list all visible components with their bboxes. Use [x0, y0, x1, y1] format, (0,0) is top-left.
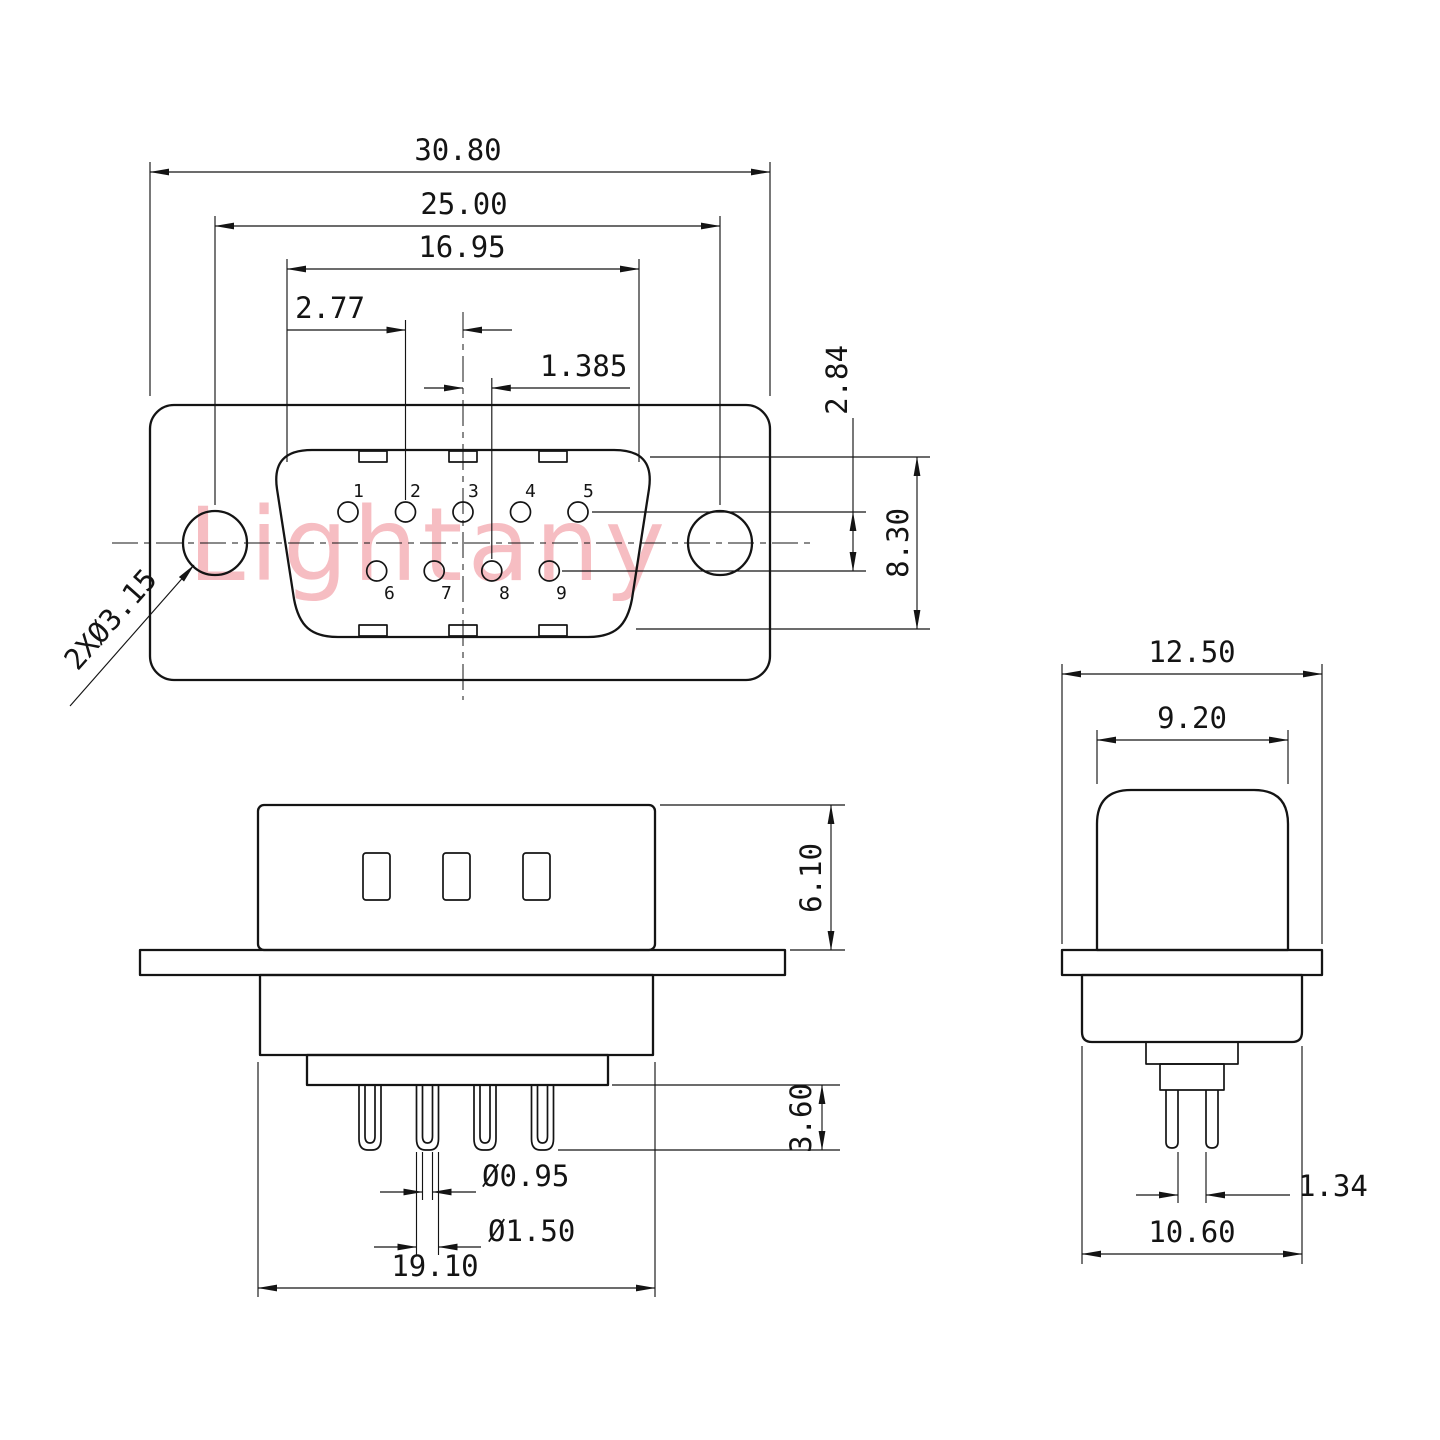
end-flange [1060, 948, 1324, 977]
pin-4 [509, 501, 532, 523]
end-pin-right [1205, 1090, 1219, 1149]
d-shell-outline [275, 448, 651, 639]
side-pin-3-inner [479, 1085, 491, 1144]
pin-5-label: 5 [583, 481, 594, 502]
pin-8-label: 8 [499, 583, 510, 604]
side-pin-4-inner [536, 1085, 549, 1144]
dim-pin-inner-dia: Ø0.95 [380, 1152, 569, 1200]
pin-2 [394, 501, 417, 523]
pin-3-label: 3 [468, 481, 479, 502]
dim-pin-length-label: 3.60 [784, 1083, 818, 1153]
side-shell-body [256, 803, 657, 952]
dim-shell-height: 8.30 [636, 456, 930, 630]
watermark: Lightany [188, 486, 670, 605]
connector-flange-face [148, 403, 772, 682]
dim-body-width-label: 19.10 [391, 1249, 478, 1283]
pin-9-label: 9 [556, 583, 567, 604]
dim-overall-width-label: 30.80 [414, 133, 501, 167]
pin-7-label: 7 [441, 583, 452, 604]
callout-mount-holes: 2XØ3.15 [57, 562, 195, 707]
pin-3 [452, 501, 474, 523]
dim-overall-width: 30.80 [149, 133, 771, 396]
side-pin-1-inner [364, 1085, 376, 1144]
front-outline [148, 403, 772, 682]
dim-pin-inner-dia-label: Ø0.95 [482, 1159, 569, 1193]
pin-8 [480, 560, 503, 582]
end-step-2 [1159, 1063, 1225, 1091]
dim-shell-width: 16.95 [286, 230, 640, 462]
end-shell-body [1095, 788, 1290, 952]
pin-1-label: 1 [353, 481, 364, 502]
end-view: 12.50 9.20 1.34 10.60 [1060, 635, 1368, 1264]
side-view: 6.10 3.60 Ø0.95 Ø1.50 19.10 [138, 803, 845, 1297]
mount-hole-right [686, 509, 754, 577]
dim-shell-height-label: 8.30 [881, 508, 915, 578]
shell-slot-2 [442, 852, 471, 901]
pin-1 [337, 501, 359, 523]
pin-5 [567, 501, 589, 523]
side-flange [138, 948, 787, 977]
end-step-1 [1145, 1041, 1239, 1065]
dim-mount-hole-span-label: 25.00 [420, 187, 507, 221]
side-pin-1-outer [358, 1085, 382, 1151]
dim-row-spacing-label: 2.84 [820, 345, 854, 415]
pin-6 [365, 560, 388, 582]
end-insulator-body [1080, 973, 1304, 1044]
dim-pin-half-pitch-label: 1.385 [540, 349, 627, 383]
shell-notches [358, 450, 568, 637]
mount-hole-left [181, 509, 249, 577]
dim-pin-half-pitch: 1.385 [424, 349, 630, 559]
front-view: 1 2 3 4 5 6 7 8 9 30.80 25.00 16.95 [57, 133, 930, 707]
dim-flange-width-label: 12.50 [1148, 635, 1235, 669]
dim-pin-gap-label: 1.34 [1298, 1169, 1368, 1203]
dim-insulator-width: 10.60 [1081, 1046, 1303, 1264]
dim-flange-width: 12.50 [1061, 635, 1323, 944]
shell-slot-3 [522, 852, 551, 901]
dim-pin-length: 3.60 [558, 1083, 840, 1153]
pin-4-label: 4 [525, 481, 536, 502]
side-pins [358, 1085, 555, 1151]
end-pin-left [1165, 1090, 1179, 1149]
pin-7 [423, 560, 446, 582]
dim-insulator-width-label: 10.60 [1148, 1215, 1235, 1249]
shell-slot-1 [362, 852, 391, 901]
side-insulator-step [305, 1053, 610, 1087]
front-pin-labels: 1 2 3 4 5 6 7 8 9 [353, 481, 594, 604]
dim-shell-width-label: 16.95 [418, 230, 505, 264]
pin-6-label: 6 [384, 583, 395, 604]
side-pin-4-outer [530, 1085, 555, 1151]
end-pins [1165, 1090, 1219, 1149]
dim-pin-outer-dia: Ø1.50 [374, 1152, 575, 1255]
dim-pin-gap: 1.34 [1136, 1152, 1368, 1203]
side-pin-2-outer [415, 1085, 440, 1151]
dim-shell-depth-label: 6.10 [794, 843, 828, 913]
dim-pin-outer-dia-label: Ø1.50 [488, 1214, 575, 1248]
pin-9 [538, 560, 561, 582]
dim-pin-pitch-label: 2.77 [295, 291, 365, 325]
dim-pin-pitch: 2.77 [287, 291, 512, 500]
pin-2-label: 2 [410, 481, 421, 502]
dim-row-spacing: 2.84 [562, 345, 866, 572]
front-pins [337, 501, 589, 582]
side-outline [138, 803, 787, 1087]
dim-shell-top-width: 9.20 [1096, 701, 1289, 784]
dim-shell-depth: 6.10 [660, 804, 845, 951]
dim-body-width: 19.10 [257, 1062, 656, 1297]
end-outline [1060, 788, 1324, 1091]
side-pin-2-inner [421, 1085, 434, 1144]
dim-shell-top-width-label: 9.20 [1157, 701, 1227, 735]
side-pin-3-outer [473, 1085, 497, 1151]
side-insulator-body [258, 973, 655, 1057]
